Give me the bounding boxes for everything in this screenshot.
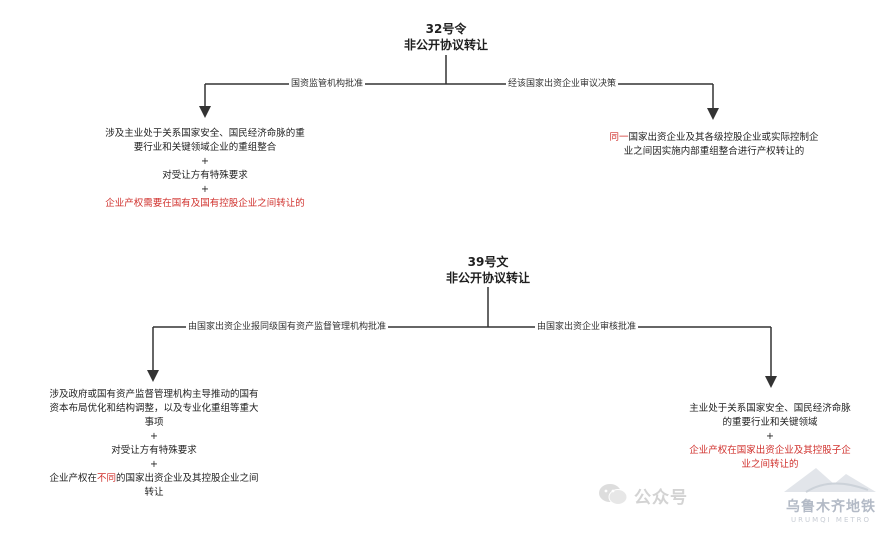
d1-right-red-part: 同一	[609, 132, 629, 143]
d1-right-line2: 业之间因实施内部重组整合进行产权转让的	[623, 146, 805, 157]
d1-title-line1: 32号令	[425, 22, 467, 36]
d1-left-box: 涉及主业处于关系国家安全、国民经济命脉的重 要行业和关键领域企业的重组整合 + …	[60, 127, 350, 211]
d2-left-line5-red: 不同	[96, 473, 116, 484]
d2-left-line5-pre: 企业产权在	[49, 473, 97, 484]
metro-brand-subtext: URUMQI METRO	[790, 516, 872, 524]
d1-left-line2: 要行业和关键领域企业的重组整合	[133, 142, 277, 153]
d2-left-plus2: +	[150, 459, 158, 470]
d2-title: 39号文 非公开协议转让	[408, 254, 568, 286]
d2-title-line2: 非公开协议转让	[445, 271, 530, 285]
d1-right-box: 同一国家出资企业及其各级控股企业或实际控制企 业之间因实施内部重组整合进行产权转…	[566, 131, 862, 159]
d1-left-line3: 对受让方有特殊要求	[162, 170, 248, 181]
d2-left-box: 涉及政府或国有资产监督管理机构主导推动的国有 资本布局优化和结构调整，以及专业化…	[18, 388, 290, 500]
metro-logo: 乌鲁木齐地铁 URUMQI METRO	[776, 462, 886, 528]
d1-right-line1-rest: 国家出资企业及其各级控股企业或实际控制企	[628, 132, 819, 143]
wechat-icon	[599, 484, 628, 505]
d2-left-line1: 涉及政府或国有资产监督管理机构主导推动的国有	[49, 389, 259, 400]
d2-left-line5-post: 的国家出资企业及其控股企业之间	[116, 473, 259, 484]
metro-logo-mark-icon	[784, 468, 876, 493]
d1-right-line1: 同一国家出资企业及其各级控股企业或实际控制企	[566, 131, 862, 145]
d2-right-line1: 主业处于关系国家安全、国民经济命脉	[689, 403, 851, 414]
d1-right-branch-label: 经该国家出资企业审议决策	[506, 78, 619, 90]
d2-left-line3: 事项	[144, 417, 164, 428]
d2-left-line6: 转让	[144, 487, 164, 498]
d2-left-line5: 企业产权在不同的国家出资企业及其控股企业之间	[18, 472, 290, 486]
wechat-watermark: 公众号	[598, 482, 688, 508]
d1-right-arrow	[707, 108, 719, 120]
d1-left-plus2: +	[201, 184, 209, 195]
d1-left-arrow	[199, 106, 211, 118]
d1-title-line2: 非公开协议转让	[403, 38, 488, 52]
d2-right-arrow	[765, 376, 777, 388]
d1-left-plus1: +	[201, 156, 209, 167]
d2-right-line3: 企业产权在国家出资企业及其控股子企	[689, 445, 851, 456]
d2-right-box: 主业处于关系国家安全、国民经济命脉 的重要行业和关键领域 + 企业产权在国家出资…	[660, 402, 880, 472]
d2-left-line4: 对受让方有特殊要求	[111, 445, 197, 456]
d2-left-arrow	[147, 370, 159, 382]
d1-title: 32号令 非公开协议转让	[366, 21, 526, 53]
wechat-watermark-text: 公众号	[634, 487, 688, 508]
d2-right-plus: +	[766, 431, 774, 442]
d2-right-branch-label: 由国家出资企业审核批准	[535, 321, 639, 333]
d2-right-line4: 业之间转让的	[741, 459, 799, 470]
d2-left-plus1: +	[150, 431, 158, 442]
d2-left-line2: 资本布局优化和结构调整，以及专业化重组等重大	[49, 403, 259, 414]
d1-left-branch-label: 国资监管机构批准	[289, 78, 366, 90]
metro-brand-text: 乌鲁木齐地铁	[786, 499, 876, 515]
d2-left-branch-label: 由国家出资企业报同级国有资产监督管理机构批准	[186, 321, 389, 333]
d2-right-line2: 的重要行业和关键领域	[722, 417, 818, 428]
d1-left-line1: 涉及主业处于关系国家安全、国民经济命脉的重	[105, 128, 305, 139]
d2-title-line1: 39号文	[467, 255, 509, 269]
d1-left-line4: 企业产权需要在国有及国有控股企业之间转让的	[105, 198, 305, 209]
